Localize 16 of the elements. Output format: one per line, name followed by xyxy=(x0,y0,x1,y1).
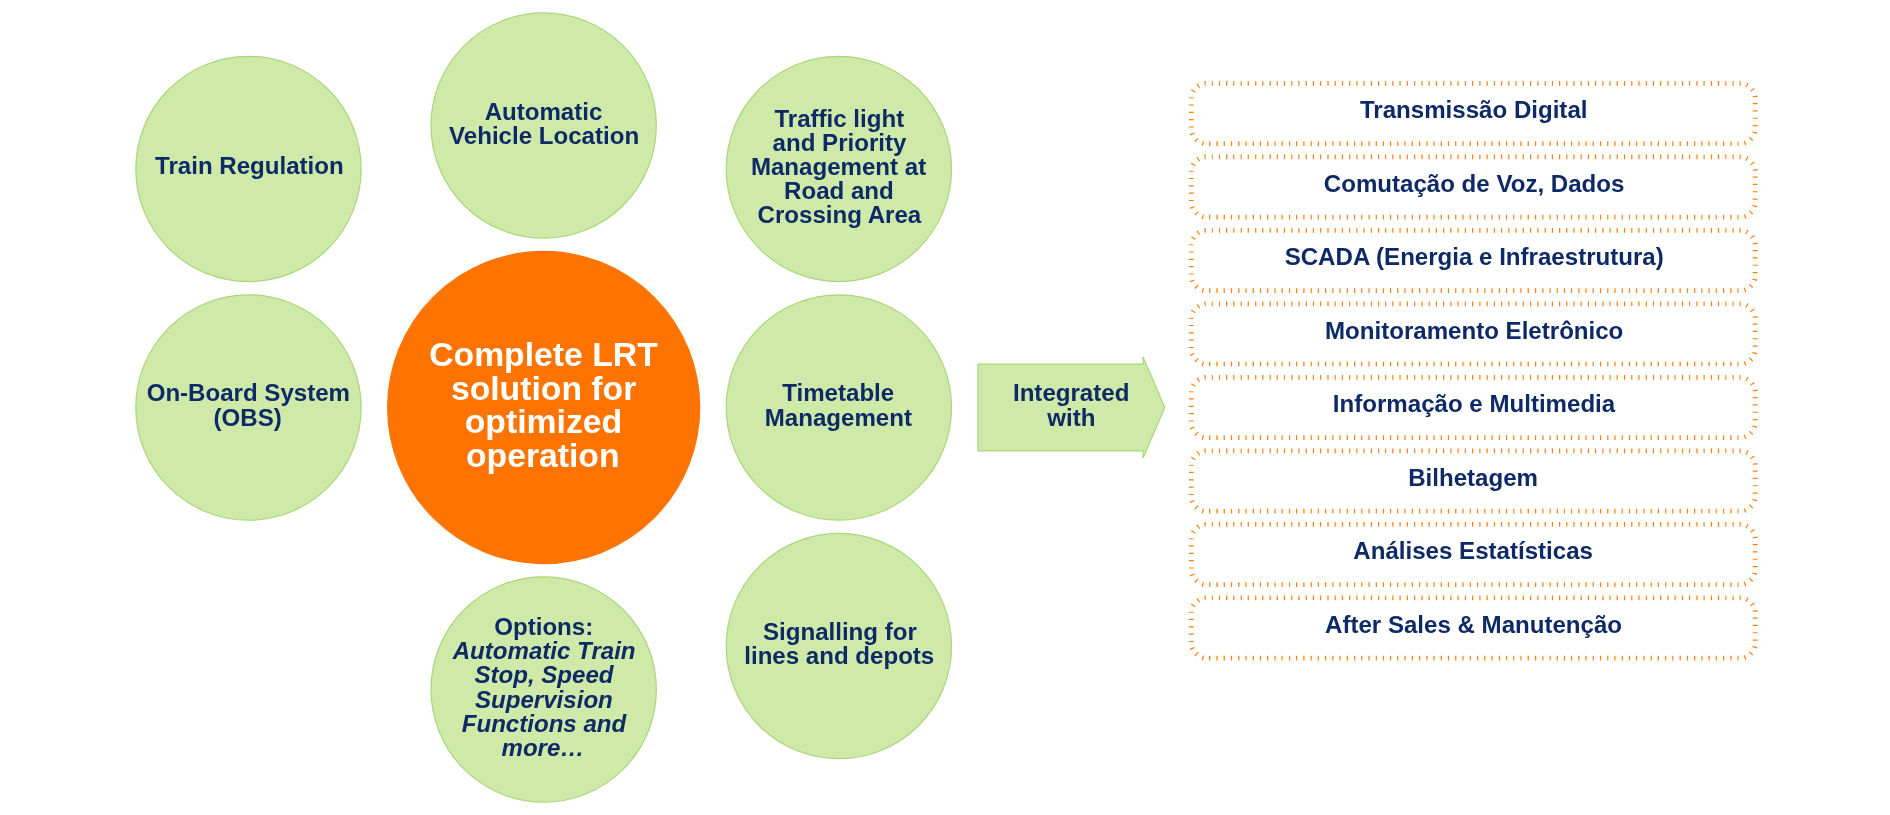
node-box: Comutação de Voz, Dados xyxy=(1188,154,1758,220)
node-box: After Sales & Manutenção xyxy=(1188,595,1758,661)
node-box: Bilhetagem xyxy=(1188,448,1758,514)
node-box: Monitoramento Eletrônico xyxy=(1188,301,1758,367)
node-circle: Timetable Management xyxy=(725,294,952,521)
node-circle: Complete LRT solution for optimized operation xyxy=(386,250,700,565)
node-circle: Signalling for lines and depots xyxy=(725,532,952,760)
node-circle: Options: Automatic Train Stop, Speed Supervision Functions and more… xyxy=(429,576,657,803)
node-circle: On-Board System (OBS) xyxy=(134,294,362,521)
node-circle: Traffic light and Priority Management at Road and Crossing Area xyxy=(725,55,952,283)
node-box: Informação e Multimedia xyxy=(1188,374,1758,441)
node-circle: Automatic Vehicle Location xyxy=(429,12,657,239)
node-box: SCADA (Energia e Infraestrutura) xyxy=(1188,227,1758,294)
node-box: Análises Estatísticas xyxy=(1188,521,1758,588)
node-circle: Train Regulation xyxy=(134,55,362,283)
node-box: Transmissão Digital xyxy=(1188,81,1758,147)
